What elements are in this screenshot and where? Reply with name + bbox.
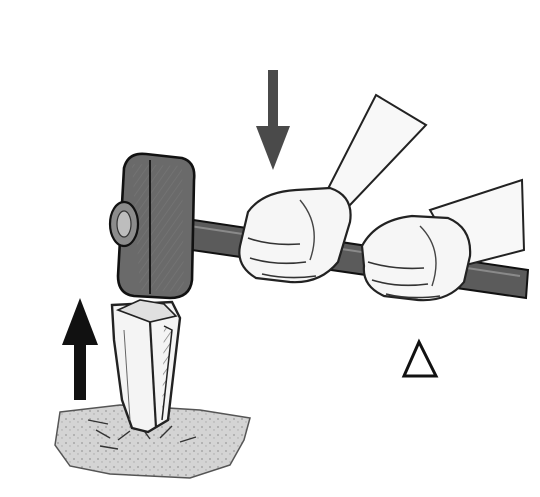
- down-arrow-icon: [256, 70, 290, 170]
- triangle-icon: [404, 342, 436, 376]
- up-arrow-icon: [62, 298, 98, 400]
